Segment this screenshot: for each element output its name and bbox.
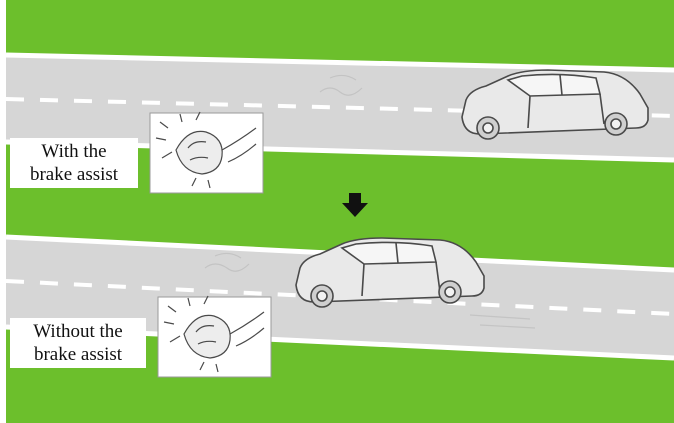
caption-line: Without the — [10, 320, 146, 343]
brake-pedal-icon — [150, 112, 263, 193]
caption-line: brake assist — [10, 163, 138, 186]
caption-line: With the — [10, 140, 138, 163]
with-brake-assist-caption: With the brake assist — [10, 138, 138, 188]
without-brake-assist-caption: Without the brake assist — [10, 318, 146, 368]
caption-line: brake assist — [10, 343, 146, 366]
brake-pedal-icon — [158, 296, 271, 377]
